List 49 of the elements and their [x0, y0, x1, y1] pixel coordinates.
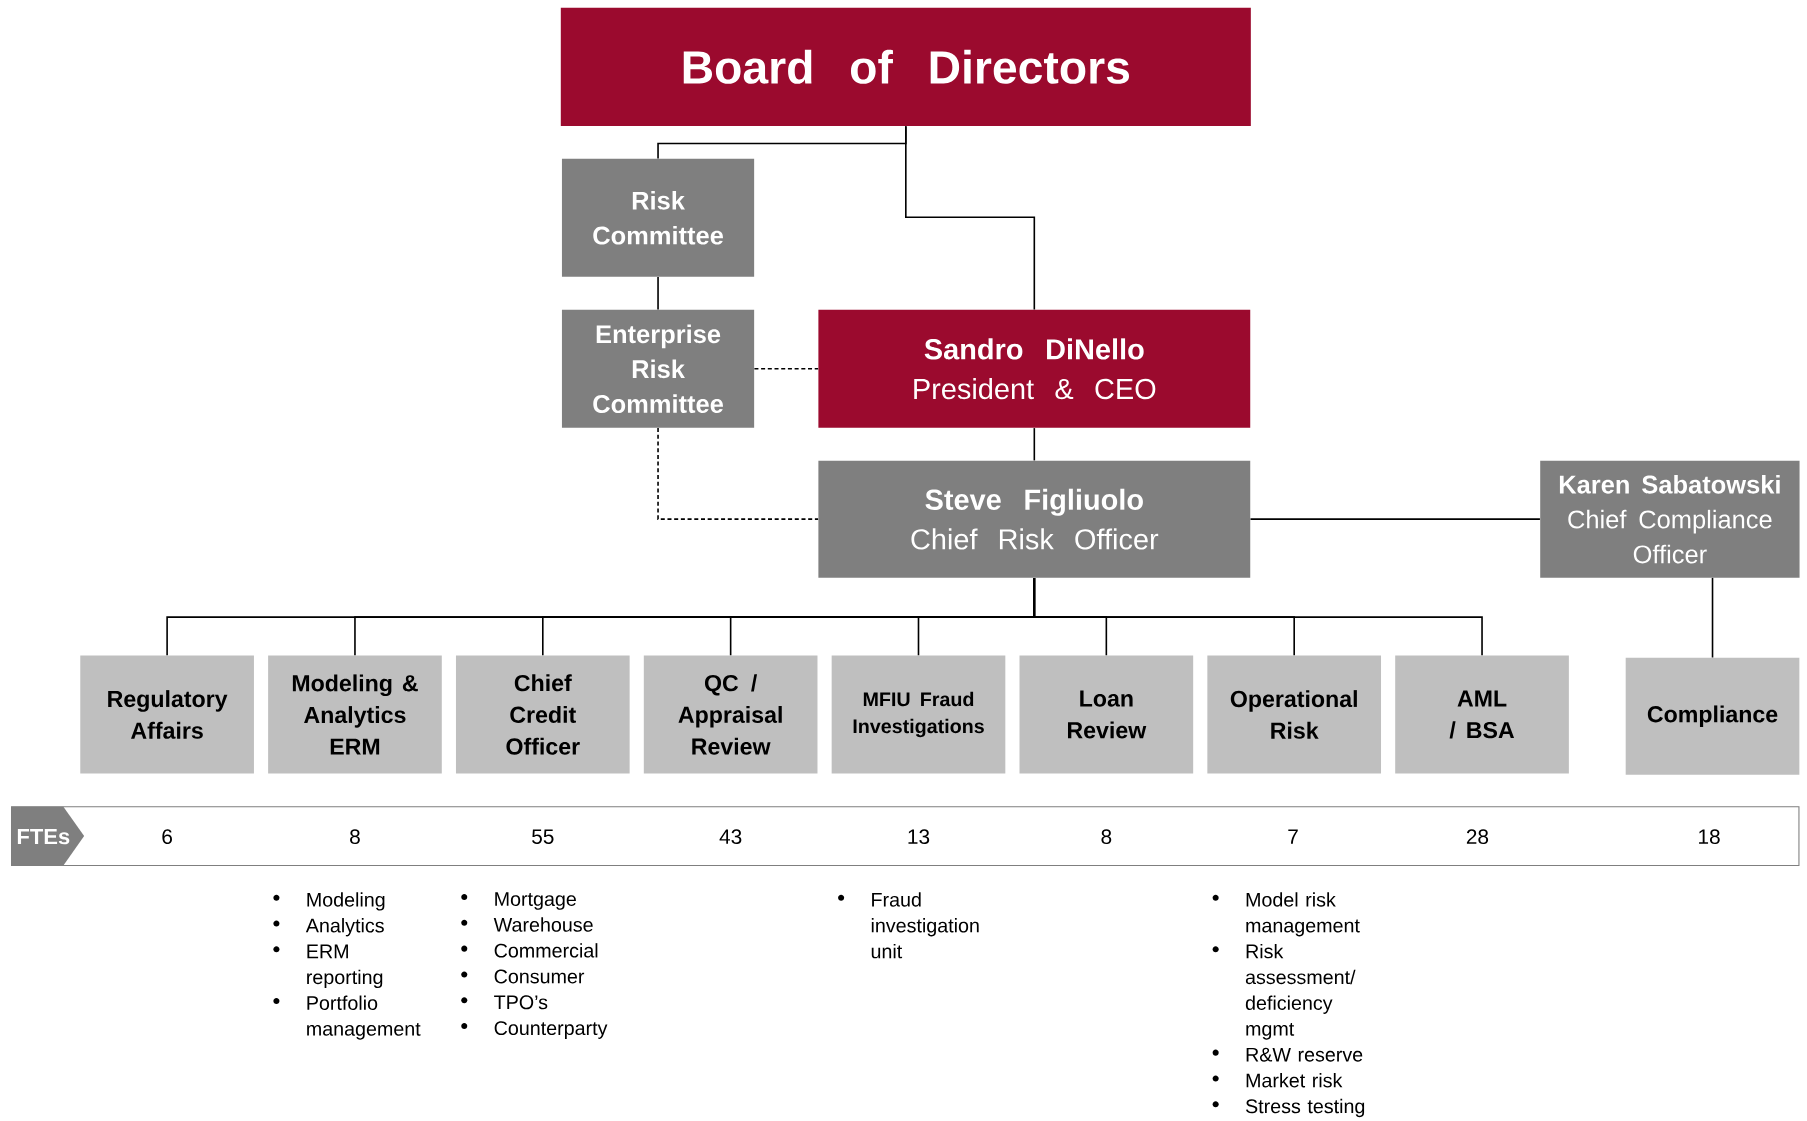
bullet-item: Commercial	[494, 943, 598, 958]
connector-line	[1033, 427, 1036, 462]
department-box: QC / Appraisal Review	[643, 655, 818, 774]
fte-count: 28	[1466, 829, 1489, 844]
executive-box: Sandro DiNello President & CEO	[818, 309, 1251, 428]
connector-line	[1711, 576, 1714, 659]
connector-line	[905, 125, 1036, 311]
connector-line	[1249, 518, 1541, 520]
department-box: Operational Risk	[1207, 655, 1381, 774]
fte-count: 13	[908, 829, 930, 844]
bullet-item: Model risk management	[1246, 892, 1360, 937]
department-box: Chief Credit Officer	[455, 655, 630, 774]
bullet-item: Portfolio management	[307, 995, 421, 1040]
board-box: Board of Directors	[560, 7, 1251, 126]
fte-count: 18	[1699, 829, 1720, 844]
bullet-item: Stress testing	[1245, 1098, 1365, 1117]
executive-box: Steve Figliuolo Chief Risk Officer	[818, 460, 1251, 578]
fte-count: 7	[1288, 829, 1298, 844]
bullet-item: Warehouse	[493, 917, 593, 932]
bullet-item: Risk assessment/ deficiency mgmt	[1245, 943, 1356, 1040]
department-box: Loan Review	[1019, 655, 1194, 774]
bullet-item: Analytics	[305, 917, 384, 937]
fte-count: 43	[719, 829, 742, 844]
department-box: AML / BSA	[1395, 655, 1569, 774]
connector-line	[657, 427, 819, 520]
fte-chevron: FTEs	[11, 806, 85, 866]
committee-box: Enterprise Risk Committee	[561, 309, 755, 428]
department-box: Regulatory Affairs	[80, 655, 254, 774]
connector-line	[1033, 576, 1483, 656]
executive-box: Karen Sabatowski Chief Compliance Officer	[1540, 460, 1800, 578]
bullet-item: TPO’s	[494, 995, 548, 1010]
bullet-item: Market risk	[1246, 1072, 1343, 1088]
connector-line	[657, 276, 659, 311]
bullet-item: ERM reporting	[307, 944, 383, 988]
fte-count: 6	[162, 829, 172, 844]
fte-count: 55	[532, 829, 554, 844]
department-box: Modeling & Analytics ERM	[268, 655, 442, 774]
bullet-item: Fraud investigation unit	[871, 892, 979, 959]
department-box: Compliance	[1625, 657, 1800, 775]
committee-box: Risk Committee	[561, 158, 755, 277]
connector-line	[753, 367, 819, 370]
department-box: MFIU Fraud Investigations	[831, 655, 1006, 774]
bullet-item: Modeling	[307, 892, 385, 911]
fte-count: 8	[350, 829, 360, 844]
bullet-item: R&W reserve	[1246, 1047, 1363, 1062]
bullet-item: Consumer	[494, 969, 585, 984]
bullet-item: Counterparty	[494, 1021, 608, 1039]
fte-count: 8	[1101, 829, 1112, 844]
bullet-item: Mortgage	[495, 892, 576, 910]
